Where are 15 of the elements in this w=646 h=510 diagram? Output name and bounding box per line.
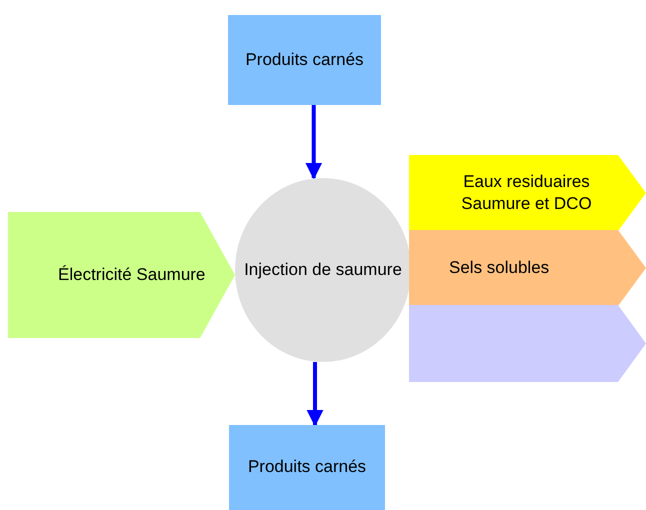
- node-label: Électricité Saumure: [58, 264, 206, 286]
- process-box: [228, 15, 381, 105]
- input-arrow-shape: [8, 212, 235, 338]
- node-label: Injection de saumure: [244, 258, 402, 281]
- arrow: [306, 362, 324, 427]
- arrow: [305, 105, 322, 180]
- output-arrow-shape: [409, 305, 646, 382]
- node-label: Produits carnés: [248, 456, 366, 478]
- node-label: Produits carnés: [245, 48, 364, 71]
- node-label: Eaux residuaires Saumure et DCO: [460, 170, 593, 215]
- output-arrow-shape: [409, 230, 646, 306]
- process-box: [229, 425, 385, 510]
- node-label: Sels solubles: [449, 256, 550, 279]
- output-arrow-shape: [409, 155, 646, 231]
- process-circle: [235, 178, 411, 362]
